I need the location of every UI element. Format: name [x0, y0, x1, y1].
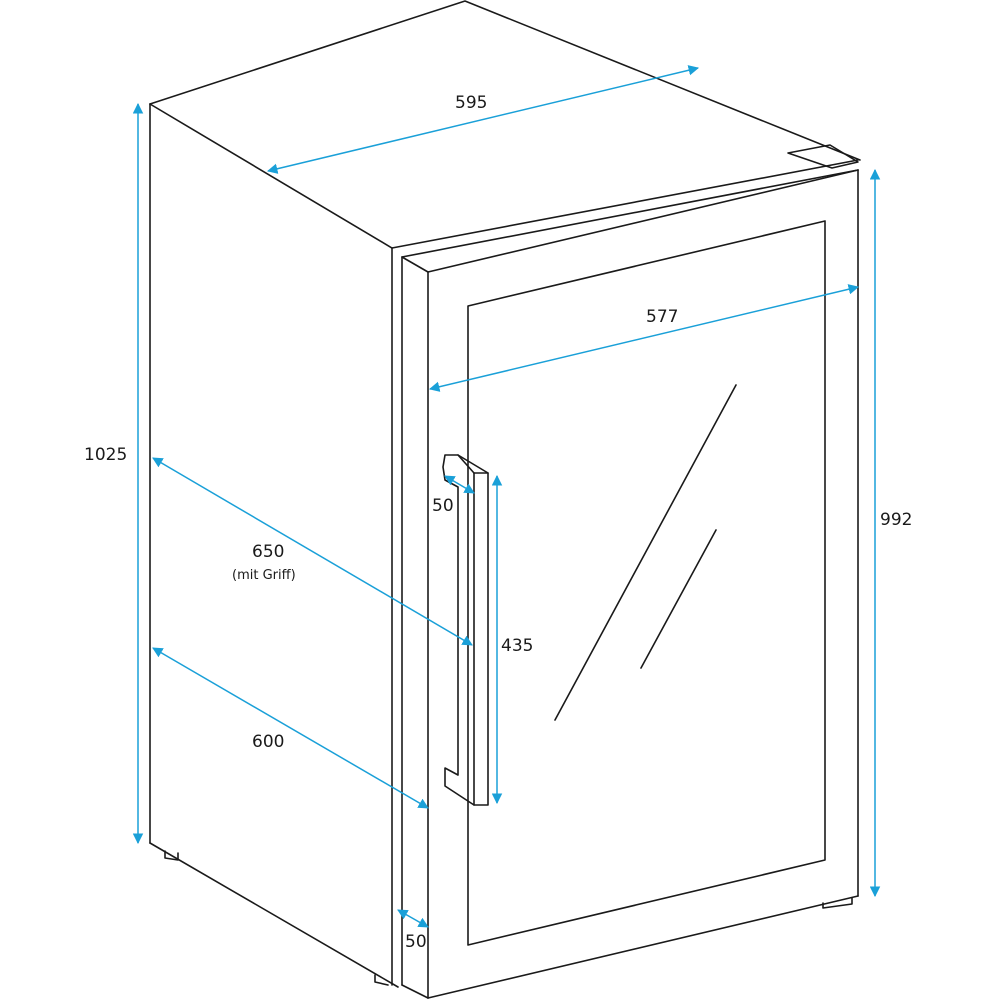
dimension-label-depth: 600	[252, 732, 285, 752]
dimension-note-with-handle: (mit Griff)	[232, 568, 296, 583]
dimension-label-door-width: 577	[646, 307, 679, 327]
dimension-label-depth-with-handle: 650	[252, 542, 285, 562]
dimension-label-handle-length: 435	[501, 636, 534, 656]
door-outline	[401, 169, 859, 999]
dimension-label-total-height: 1025	[84, 445, 128, 465]
dimension-label-door-thickness: 50	[405, 932, 427, 952]
cabinet-outline	[149, 0, 861, 988]
dimension-label-handle-depth: 50	[432, 496, 454, 516]
dimension-label-cabinet-height: 992	[880, 510, 913, 530]
dimension-lines	[132, 65, 881, 928]
dimension-label-top-width: 595	[455, 93, 488, 113]
